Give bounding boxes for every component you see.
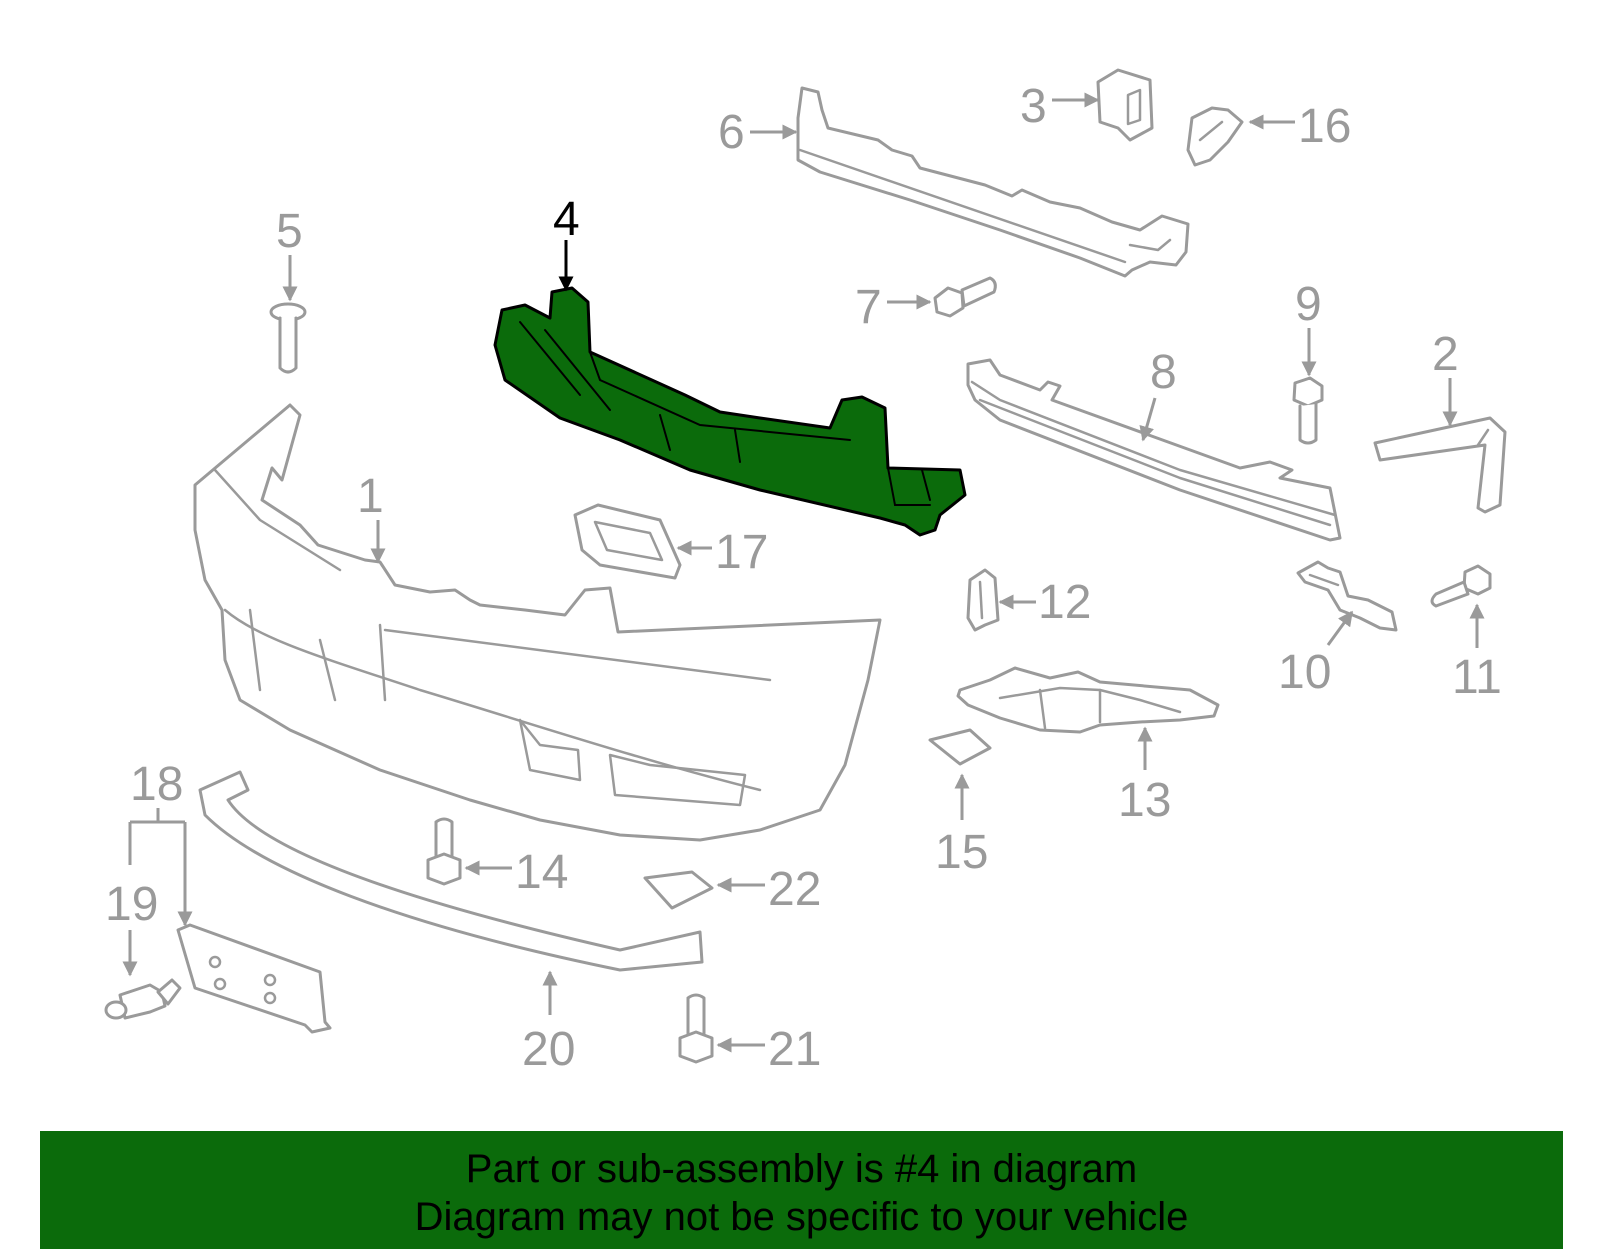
part-8-reinforcement[interactable] — [966, 358, 1342, 542]
info-banner: Part or sub-assembly is #4 in diagram Di… — [40, 1131, 1563, 1249]
callout-21: 21 — [768, 1023, 821, 1076]
part-12-clip[interactable] — [966, 568, 1000, 632]
part-9-bolt[interactable] — [1292, 376, 1324, 445]
part-17-bezel[interactable] — [573, 503, 682, 580]
callout-12: 12 — [1038, 576, 1091, 629]
part-10-bracket[interactable] — [1296, 560, 1398, 632]
callout-3: 3 — [1020, 80, 1047, 133]
part-21-bolt[interactable] — [678, 993, 714, 1064]
callout-17: 17 — [715, 526, 768, 579]
callout-20: 20 — [522, 1023, 575, 1076]
callout-5: 5 — [276, 205, 303, 258]
callout-4: 4 — [553, 193, 580, 246]
part-13-support[interactable] — [956, 666, 1220, 734]
callout-11: 11 — [1452, 651, 1502, 704]
callout-19: 19 — [105, 878, 158, 931]
callout-14: 14 — [515, 846, 568, 899]
part-16-clip[interactable] — [1186, 106, 1244, 167]
callout-1: 1 — [357, 470, 384, 523]
callout-16: 16 — [1298, 100, 1351, 153]
part-3-clip[interactable] — [1096, 68, 1154, 142]
part-11-bolt[interactable] — [1430, 564, 1492, 608]
part-18-license-bracket[interactable] — [176, 923, 332, 1034]
banner-line-2: Diagram may not be specific to your vehi… — [414, 1195, 1189, 1239]
part-14-bolt[interactable] — [426, 817, 462, 886]
callout-2: 2 — [1432, 328, 1459, 381]
part-7-bolt[interactable] — [933, 276, 997, 318]
callout-6: 6 — [718, 106, 745, 159]
part-15-pad[interactable] — [928, 728, 992, 766]
part-4-highlighted[interactable] — [493, 286, 967, 537]
part-5-push-pin[interactable] — [269, 302, 307, 374]
callout-22: 22 — [768, 863, 821, 916]
part-1-bumper-cover[interactable] — [193, 403, 882, 842]
callout-9: 9 — [1295, 278, 1322, 331]
callout-13: 13 — [1118, 774, 1171, 827]
part-20-valance[interactable] — [198, 770, 704, 972]
callout-15: 15 — [935, 826, 988, 879]
part-19-fastener[interactable] — [104, 978, 182, 1020]
callout-8: 8 — [1150, 346, 1177, 399]
part-22-pad[interactable] — [643, 870, 714, 910]
callout-7: 7 — [855, 281, 882, 334]
part-6-upper-absorber[interactable] — [796, 86, 1190, 278]
banner-line-1: Part or sub-assembly is #4 in diagram — [465, 1147, 1138, 1191]
callout-10: 10 — [1278, 646, 1331, 699]
part-2-bracket[interactable] — [1373, 416, 1507, 514]
callout-18: 18 — [130, 758, 183, 811]
